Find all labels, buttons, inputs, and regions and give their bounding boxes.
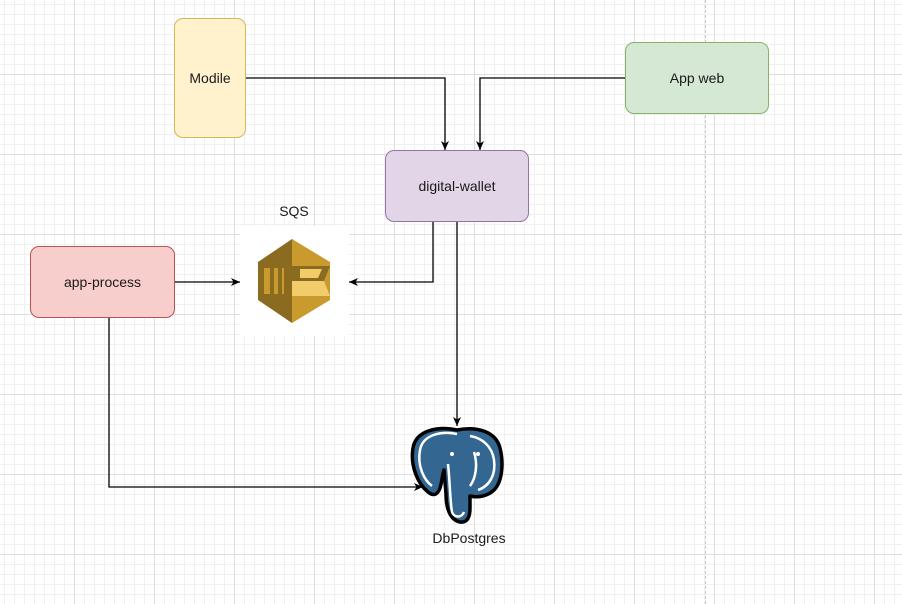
postgresql-elephant-icon bbox=[410, 426, 504, 524]
digital-wallet-node[interactable]: digital-wallet bbox=[385, 150, 529, 222]
page-break-line bbox=[705, 0, 706, 604]
app-process-node-label: app-process bbox=[63, 274, 142, 290]
app-web-node-label: App web bbox=[669, 70, 725, 86]
db-node[interactable] bbox=[408, 424, 506, 526]
edge-app-process-to-db[interactable] bbox=[108, 318, 423, 491]
digital-wallet-node-label: digital-wallet bbox=[418, 178, 496, 194]
edge-mobile-to-digital-wallet[interactable] bbox=[246, 77, 449, 150]
edge-app-web-to-digital-wallet[interactable] bbox=[476, 77, 625, 150]
app-process-node[interactable]: app-process bbox=[30, 246, 175, 318]
amazon-sqs-icon bbox=[258, 239, 330, 323]
db-label: DbPostgres bbox=[432, 530, 506, 546]
edge-digital-wallet-to-sqs[interactable] bbox=[349, 222, 434, 286]
sqs-label: SQS bbox=[279, 203, 309, 219]
mobile-node-label: Modile bbox=[189, 70, 231, 86]
app-web-node[interactable]: App web bbox=[625, 42, 769, 114]
mobile-node[interactable]: Modile bbox=[174, 18, 246, 138]
sqs-node[interactable] bbox=[240, 226, 349, 336]
